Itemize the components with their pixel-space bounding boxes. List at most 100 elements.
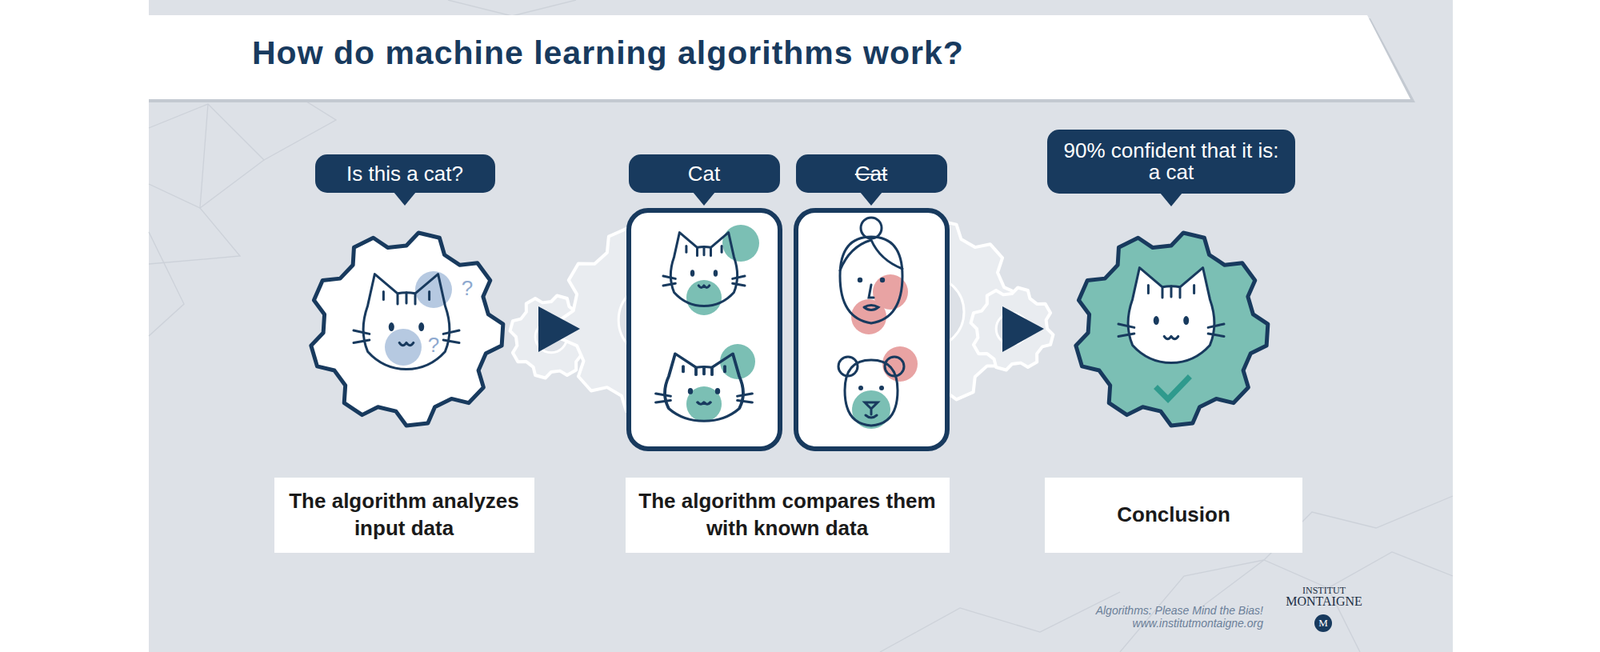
cat-head [670,232,737,307]
network-line [880,592,1120,652]
question-mark: ? [461,276,473,301]
cat-whisker [656,393,671,396]
highlight-dot [384,328,422,366]
hair-line [840,240,903,271]
face-eye [857,277,863,283]
cat-mouth [399,342,414,345]
bubble-pointer [393,192,416,206]
check-mark [1157,378,1188,400]
question-mark: ? [428,332,440,358]
step-caption: Conclusion [1044,477,1303,553]
flow-arrow [538,306,580,352]
face-lips [864,305,879,311]
cat-stripe [1147,285,1150,294]
bear-head [844,360,898,426]
bubble-text: Cat [688,163,720,185]
hair-bun [860,217,882,239]
data-card [796,210,948,449]
cat-whisker [663,283,676,286]
bubble-pointer [1160,192,1183,207]
title-banner [148,15,1411,100]
cat-head [1128,268,1215,364]
cat-mouth [1164,336,1179,339]
match-dot [722,224,760,262]
match-dot [686,386,722,422]
background-gear [971,288,1054,371]
caption-text: The algorithm analyzes input data [285,488,524,543]
bear-eye [858,385,864,391]
cat-face [663,232,745,307]
cat-whisker [443,330,460,334]
cat-stripe [1161,288,1164,298]
speech-bubble: 90% confident that it is: a cat [1047,129,1296,194]
cat-eye [388,322,395,332]
cat-eye [1183,316,1189,325]
cat-whisker [353,340,370,343]
cat-stripe [414,294,417,304]
step-caption: The algorithm compares them with known d… [625,477,950,553]
cat-whisker [737,400,752,403]
bubble-pointer [692,192,716,206]
cat-whisker [1208,333,1224,336]
cat-mouth [697,402,711,404]
caption-text: Conclusion [1116,501,1231,529]
speech-bubble: Cat [796,154,948,193]
data-card [628,210,780,449]
cat-stripe [681,366,685,372]
cat-whisker [1208,324,1224,328]
cat-stripe [382,292,385,300]
face-eye [880,277,885,283]
cat-stripe [684,246,688,253]
cat-stripe [709,248,712,256]
cat-whisker [737,393,752,396]
network-line [1200,552,1453,608]
network-decoration [148,0,1453,652]
cat-mouth [698,285,710,288]
cat-stripe [405,292,408,304]
cat-stripe [428,292,431,300]
cat-whisker [732,283,745,286]
cat-stripe [702,366,706,374]
background-panel [148,0,1453,652]
cat-stripe [1170,286,1173,297]
cat-whisker [663,276,676,279]
network-line [448,0,576,16]
network-line [148,232,184,336]
bubble-text: Is this a cat? [346,163,464,185]
cat-stripe [720,246,724,253]
input-gear-outline [311,232,504,426]
woman-face [840,217,908,335]
bubble-pointer [860,192,883,206]
network-line [148,104,240,264]
face-nose [868,284,874,298]
cat-eye [713,269,718,277]
face-outline [840,236,903,324]
cat-stripe [723,366,727,372]
bubble-text: Cat [855,163,888,185]
cat-whisker [353,330,370,334]
bubble-text: 90% confident that it is: a cat [1058,140,1284,183]
speech-bubble: Cat [628,154,780,193]
background-gear-outline [971,288,1054,371]
cat-head [664,353,744,421]
logo-badge [1314,614,1332,632]
cat-whisker [1118,324,1135,328]
cat-stripe [694,368,698,376]
cat-whisker [443,340,460,343]
footer-note: Algorithms: Please Mind the Bias! [1096,604,1264,617]
cat-stripe [396,294,400,304]
diagram-title: How do machine learning algorithms work? [252,34,964,72]
cat-stripe [696,248,699,256]
logo-text: MONTAIGNE [1285,594,1363,609]
cat-whisker [1118,333,1135,336]
conclusion-gear [1076,232,1268,426]
cat-head [363,274,450,370]
cat-stripe [710,368,714,376]
cat-eye [715,388,720,395]
cat-stripe [1179,288,1182,298]
caption-text: The algorithm compares them with known d… [636,488,939,543]
bear-nose [864,402,878,418]
